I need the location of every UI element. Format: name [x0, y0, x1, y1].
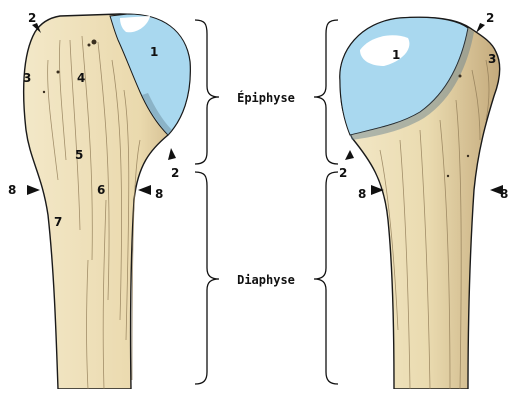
epiphyse-brace-left — [195, 20, 219, 164]
marker-2: 2 — [339, 166, 347, 180]
arrowhead-icon — [138, 185, 151, 195]
epiphyse-label: Épiphyse — [237, 90, 295, 105]
marker-5: 5 — [75, 148, 83, 162]
arrowhead-icon — [27, 185, 40, 195]
marker-8: 8 — [155, 187, 163, 201]
right-humerus — [340, 17, 500, 389]
marker-8: 8 — [8, 183, 16, 197]
arrowhead-icon — [345, 150, 354, 160]
epiphyse-brace-right — [314, 20, 338, 164]
marker-3: 3 — [23, 71, 31, 85]
marker-2: 2 — [28, 11, 36, 25]
marker-1: 1 — [392, 48, 400, 62]
marker-8: 8 — [500, 187, 508, 201]
diaphyse-brace-left — [195, 172, 219, 384]
marker-8: 8 — [358, 187, 366, 201]
marker-7: 7 — [54, 215, 62, 229]
marker-6: 6 — [97, 183, 105, 197]
marker-4: 4 — [77, 71, 85, 85]
marker-2: 2 — [171, 166, 179, 180]
marker-3: 3 — [488, 52, 496, 66]
diaphyse-label: Diaphyse — [237, 273, 295, 287]
left-humerus — [24, 14, 191, 389]
diaphyse-brace-right — [314, 172, 338, 384]
marker-2: 2 — [486, 11, 494, 25]
marker-1: 1 — [150, 45, 158, 59]
arrowhead-icon — [168, 148, 176, 160]
arrowhead-icon — [476, 23, 485, 33]
